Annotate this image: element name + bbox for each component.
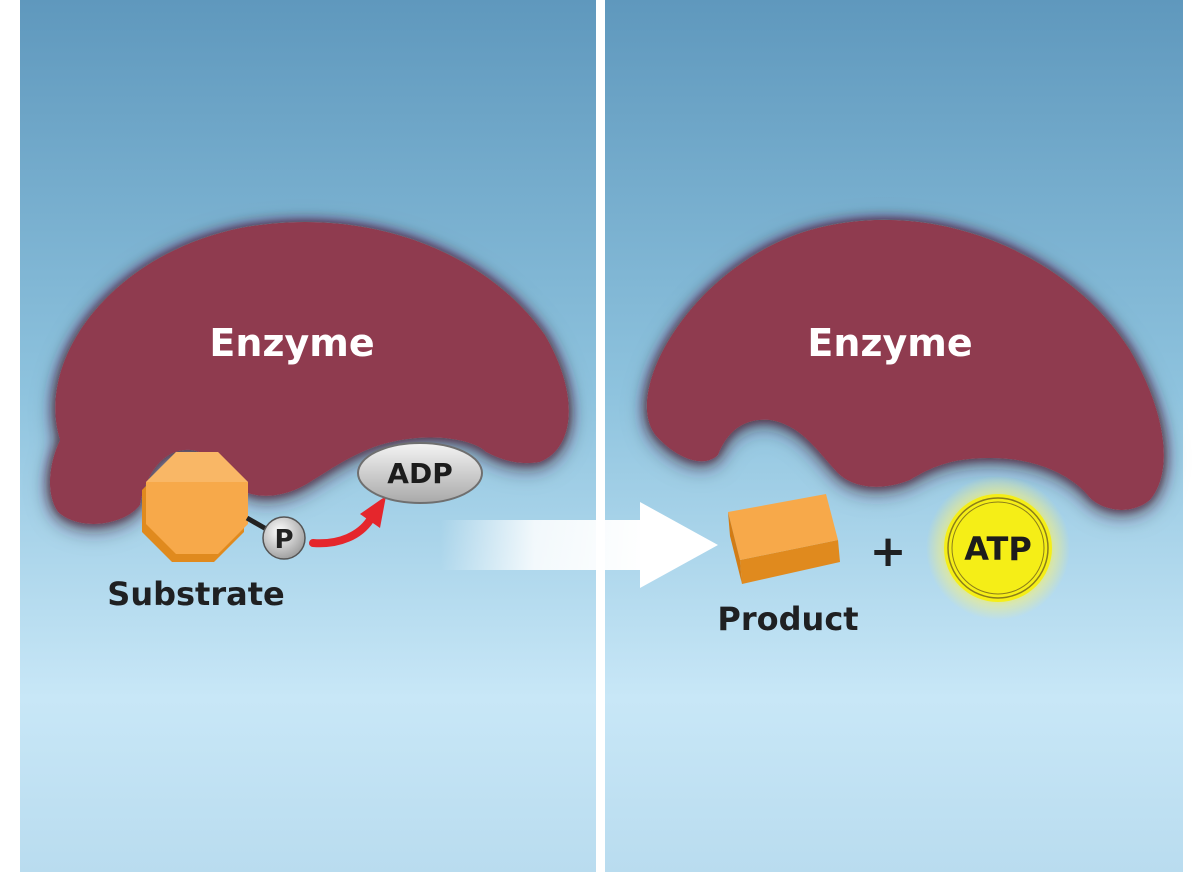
adp-label: ADP: [387, 457, 452, 490]
panel-divider: [596, 0, 605, 872]
atp-label: ATP: [964, 530, 1032, 568]
phosphate-bond: [245, 515, 270, 533]
right-enzyme: [646, 219, 1164, 510]
phosphate-transfer-arrow: [309, 496, 386, 548]
right-enzyme-label: Enzyme: [807, 321, 972, 365]
left-enzyme-label: Enzyme: [209, 321, 374, 365]
substrate-label: Substrate: [107, 575, 284, 613]
substrate-octagon: [142, 452, 248, 562]
phosphate-group: P: [262, 516, 306, 560]
product-label: Product: [717, 600, 858, 638]
product-block: [728, 494, 840, 584]
transition-arrow: [440, 502, 718, 588]
phosphate-label: P: [274, 525, 293, 555]
left-enzyme: [49, 222, 569, 524]
atp-molecule: ATP: [926, 476, 1070, 620]
adp-molecule: ADP: [357, 442, 483, 504]
plus-sign: +: [870, 526, 907, 577]
